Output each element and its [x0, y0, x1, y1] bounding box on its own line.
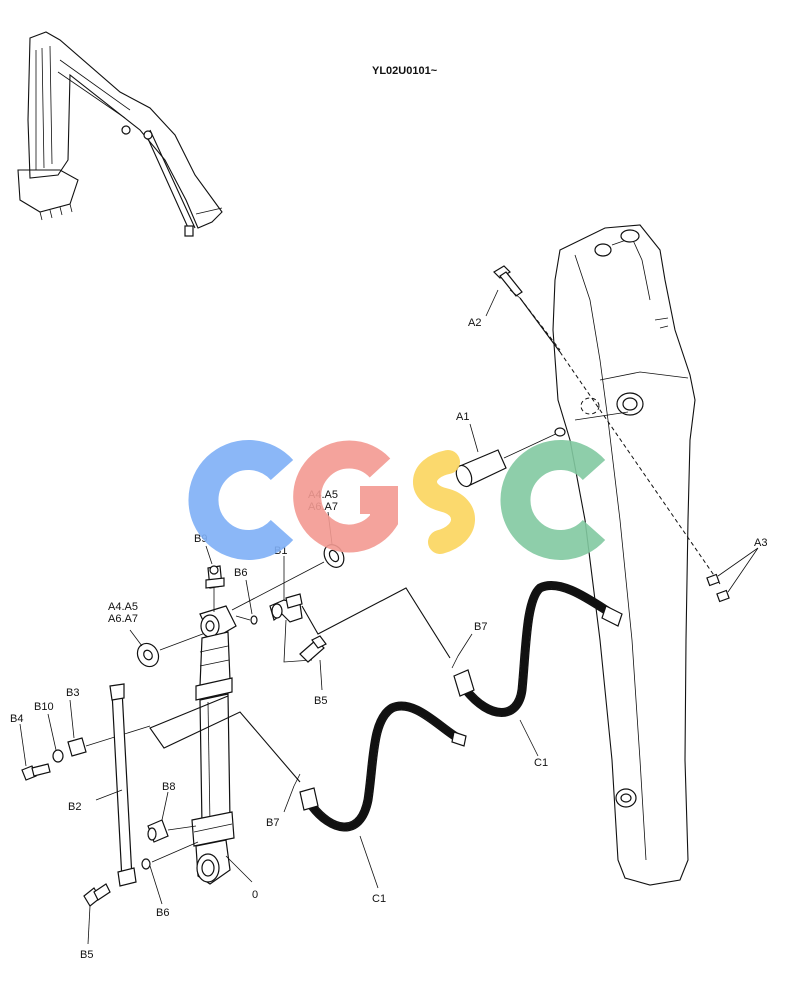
- label-c1-right: C1: [534, 757, 548, 769]
- label-b10: B10: [34, 701, 54, 713]
- label-b4: B4: [10, 713, 23, 725]
- part-b6-washer-top: [235, 579, 258, 625]
- label-c1-left: C1: [372, 893, 386, 905]
- part-b9-fitting: [205, 545, 225, 589]
- part-b7-oring-left: [283, 773, 301, 813]
- part-b3-clamp: [67, 699, 151, 757]
- excavator-thumbnail: [17, 31, 223, 237]
- label-b2: B2: [68, 801, 81, 813]
- part-b6-washer-bottom: [141, 841, 199, 905]
- label-b7-right: B7: [474, 621, 487, 633]
- label-b6-top: B6: [234, 567, 247, 579]
- part-a2-bolt: [485, 265, 721, 585]
- label-0: 0: [252, 889, 258, 901]
- part-a3-screws: [706, 547, 759, 603]
- label-a2: A2: [468, 317, 481, 329]
- part-b1-elbow: [269, 556, 451, 663]
- part-b5-bolt-bottom: [83, 883, 111, 945]
- label-b7-left: B7: [266, 817, 279, 829]
- label-a1: A1: [456, 411, 469, 423]
- label-b5-bottom: B5: [80, 949, 93, 961]
- label-b3: B3: [66, 687, 79, 699]
- label-b8: B8: [162, 781, 175, 793]
- part-b10-washer: [47, 713, 64, 763]
- part-a1-pin: [455, 423, 566, 488]
- label-b6-bottom: B6: [156, 907, 169, 919]
- part-b8-valve: [147, 791, 197, 843]
- boom-arm: [552, 224, 696, 886]
- part-b5-bolt-top: [299, 635, 327, 691]
- cgsc-watermark: [188, 440, 606, 560]
- part-c1-hose-left: [299, 701, 467, 889]
- label-a3: A3: [754, 537, 767, 549]
- part-b4-bolt: [19, 723, 51, 781]
- part-c1-hose-right: [453, 581, 623, 757]
- part-0-cylinder: [191, 588, 253, 885]
- leader-cylinder-to-hose: [149, 695, 301, 783]
- part-a4-washer-left: [129, 629, 209, 668]
- label-b5-top: B5: [314, 695, 327, 707]
- label-a4-left-line1: A4.A5: [108, 601, 138, 613]
- label-a4-left-line2: A6.A7: [108, 613, 138, 625]
- part-b2-bracket: [95, 683, 137, 887]
- part-b7-oring-right: [451, 633, 473, 669]
- diagram-code-title: YL02U0101~: [372, 65, 438, 77]
